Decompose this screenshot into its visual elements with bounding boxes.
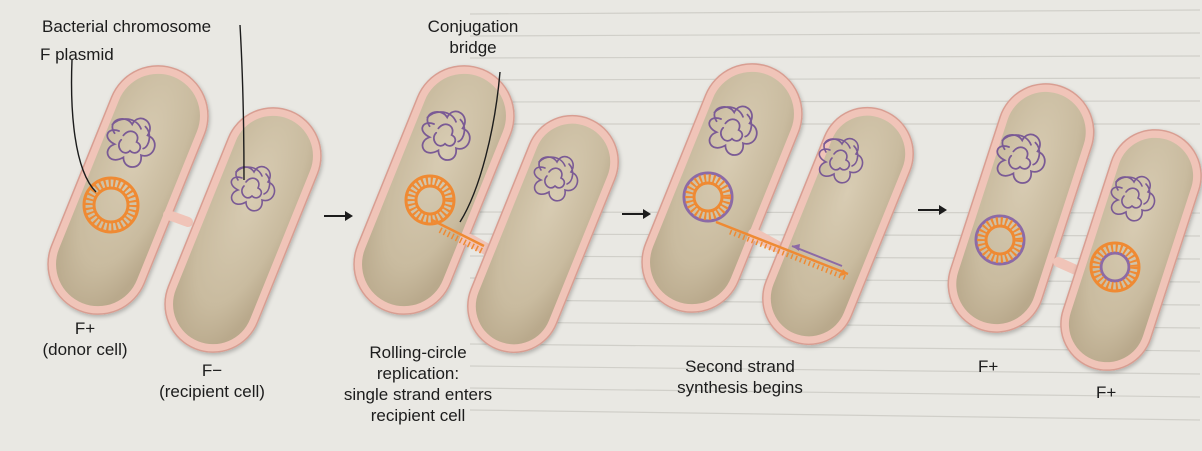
rolling-circle-line-3: single strand enters (318, 384, 518, 405)
bacterial-chromosome-label: Bacterial chromosome (42, 16, 211, 37)
rolling-circle-line-4: recipient cell (318, 405, 518, 426)
donor-label-line-2: (donor cell) (20, 339, 150, 360)
recipient-label: F− (recipient cell) (142, 360, 282, 402)
recipient-label-line-2: (recipient cell) (142, 381, 282, 402)
conjugation-bridge-line-1: Conjugation (408, 16, 538, 37)
conjugation-bridge-label: Conjugation bridge (408, 16, 538, 58)
second-strand-line-1: Second strand (660, 356, 820, 377)
rolling-circle-caption: Rolling-circle replication: single stran… (318, 342, 518, 426)
second-strand-line-2: synthesis begins (660, 377, 820, 398)
rolling-circle-line-1: Rolling-circle (318, 342, 518, 363)
second-strand-caption: Second strand synthesis begins (660, 356, 820, 398)
rolling-circle-line-2: replication: (318, 363, 518, 384)
result-left-label: F+ (978, 356, 998, 377)
recipient-label-line-1: F− (142, 360, 282, 381)
result-right-label: F+ (1096, 382, 1116, 403)
donor-label: F+ (donor cell) (20, 318, 150, 360)
conjugation-bridge-line-2: bridge (408, 37, 538, 58)
donor-label-line-1: F+ (20, 318, 150, 339)
f-plasmid-label: F plasmid (40, 44, 114, 65)
